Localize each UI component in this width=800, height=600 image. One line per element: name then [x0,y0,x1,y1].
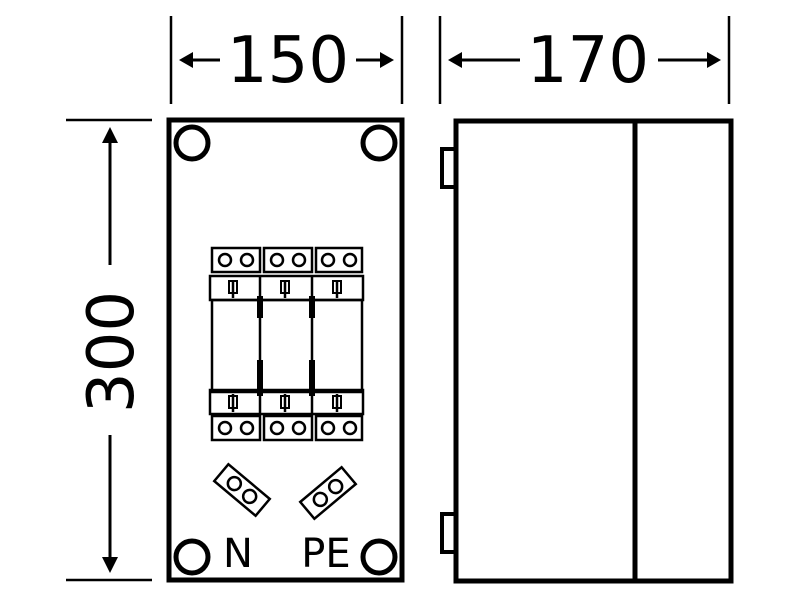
corner-screw-top-left [173,124,211,162]
switch-module [208,246,365,442]
protective-earth-terminal [298,465,358,521]
side-depth-dimension: 170 [438,16,731,104]
bottom-terminal-block-3 [314,414,364,442]
front-width-dimension: 150 [169,16,404,104]
top-terminal-block-1 [210,246,262,274]
height-arrow-top [102,127,118,143]
side-depth-value: 170 [527,24,649,98]
top-terminal-block-3 [314,246,364,274]
front-width-value: 150 [227,24,349,98]
hinge-top [440,147,458,189]
height-dimension: 300 [66,118,152,582]
hinge-bottom [440,512,458,554]
bottom-terminal-block-1 [210,414,262,442]
side-depth-arrow-right [707,52,721,68]
height-arrow-bottom [102,557,118,573]
pole-divider-lower-1 [257,360,263,396]
side-view [440,118,734,584]
bottom-terminal-block-2 [262,414,314,442]
lower-clamp-row [208,388,365,416]
front-enclosure-outline [166,117,405,583]
corner-screw-bottom-left [173,538,211,576]
front-view: N PE [166,117,405,583]
front-width-arrow-right [380,52,394,68]
upper-clamp-symbols [228,280,342,298]
corner-screw-bottom-right [360,538,398,576]
front-width-arrow-left [179,52,193,68]
side-depth-arrow-left [448,52,462,68]
pole-divider-upper-2 [309,296,315,318]
switch-body [210,298,364,394]
corner-screw-top-right [360,124,398,162]
neutral-terminal [212,462,272,518]
side-enclosure-outline [453,118,734,584]
lower-clamp-symbols [228,394,342,412]
height-value: 300 [75,291,149,413]
pole-divider-lower-2 [309,360,315,396]
top-terminal-block-2 [262,246,314,274]
protective-earth-terminal-label: PE [301,531,350,577]
pole-divider-upper-1 [257,296,263,318]
neutral-terminal-label: N [223,531,253,577]
